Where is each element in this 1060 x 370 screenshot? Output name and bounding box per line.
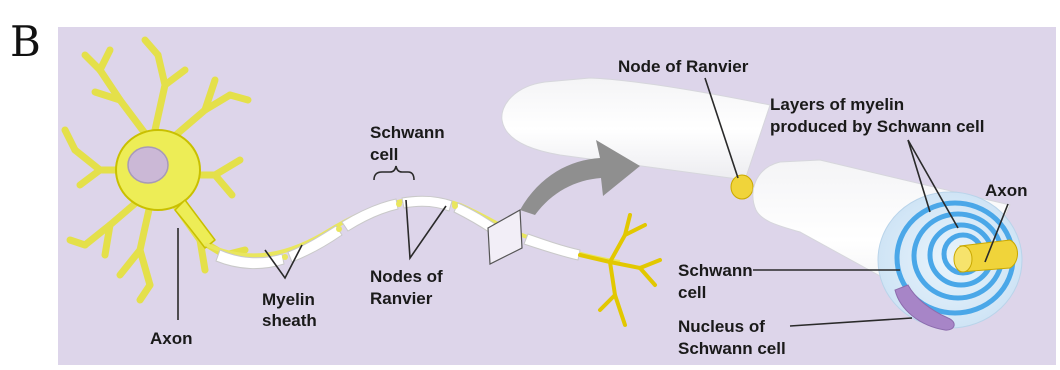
label-nucleus-1: Nucleus of [678, 317, 765, 336]
label-layers-2: produced by Schwann cell [770, 117, 984, 136]
label-myelin-sheath-1: Myelin [262, 290, 315, 309]
label-schwann-cell-top-1: Schwann [370, 123, 445, 142]
label-myelin-sheath-2: sheath [262, 311, 317, 330]
panel-letter: B [10, 17, 41, 66]
label-schwann-cell-right-1: Schwann [678, 261, 753, 280]
label-node-of-ranvier: Node of Ranvier [618, 57, 749, 76]
label-nodes-of-ranvier-2: Ranvier [370, 289, 433, 308]
label-nucleus-2: Schwann cell [678, 339, 786, 358]
label-schwann-cell-right-2: cell [678, 283, 706, 302]
label-schwann-cell-top-2: cell [370, 145, 398, 164]
label-nodes-of-ranvier-1: Nodes of [370, 267, 443, 286]
cell-nucleus [128, 147, 168, 183]
node-of-ranvier-zoom [731, 175, 753, 199]
label-axon-left: Axon [150, 329, 193, 348]
label-layers-1: Layers of myelin [770, 95, 904, 114]
label-axon-right: Axon [985, 181, 1028, 200]
